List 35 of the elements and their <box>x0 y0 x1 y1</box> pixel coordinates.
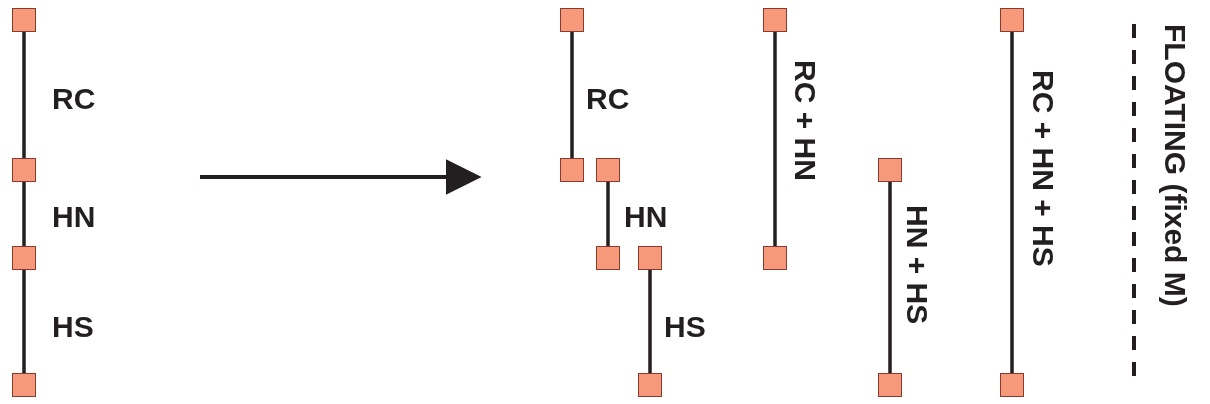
edge-label: RC + HN + HS <box>1028 70 1058 267</box>
edge-label: HN <box>52 202 96 232</box>
endpoint-square <box>596 158 620 182</box>
connector-line <box>888 182 892 373</box>
connector-line <box>570 32 574 158</box>
endpoint-square <box>1000 373 1024 397</box>
endpoint-square <box>596 246 620 270</box>
endpoint-square <box>878 158 902 182</box>
endpoint-square <box>12 8 36 32</box>
edge-label: RC <box>52 84 96 114</box>
endpoint-square <box>12 246 36 270</box>
endpoint-square <box>638 373 662 397</box>
edge-label: HN + HS <box>902 205 932 325</box>
endpoint-square <box>638 246 662 270</box>
edge-label: RC + HN <box>790 60 820 181</box>
connector-line <box>22 182 26 246</box>
annotation-label: FLOATING (fixed M) <box>1160 24 1190 307</box>
endpoint-square <box>1000 8 1024 32</box>
endpoint-square <box>560 8 584 32</box>
endpoint-square <box>763 8 787 32</box>
endpoint-square <box>763 246 787 270</box>
connector-line <box>773 32 777 246</box>
edge-label: HN <box>624 202 668 232</box>
connector-line <box>648 270 652 373</box>
connector-line <box>1010 32 1014 373</box>
connector-line <box>22 270 26 373</box>
edge-label: HS <box>664 312 706 342</box>
edge-label: HS <box>52 312 94 342</box>
endpoint-square <box>12 158 36 182</box>
endpoint-square <box>878 373 902 397</box>
connector-line <box>22 32 26 158</box>
endpoint-square <box>12 373 36 397</box>
endpoint-square <box>560 158 584 182</box>
edge-label: RC <box>586 84 630 114</box>
connector-line <box>606 182 610 246</box>
